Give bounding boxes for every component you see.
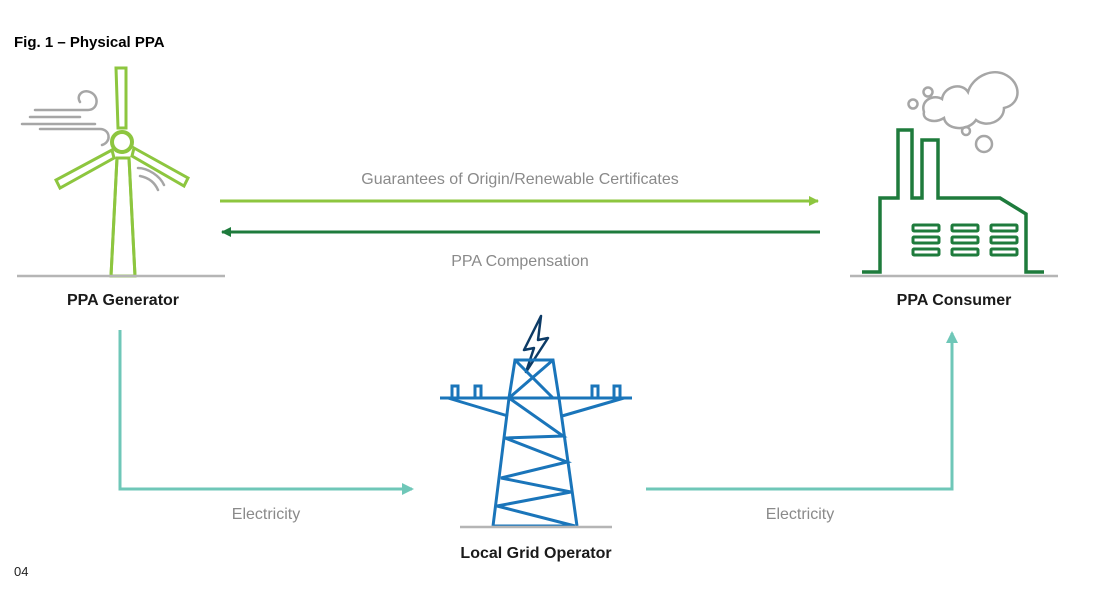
wind-turbine-icon [17,66,225,278]
electricity-in-label: Electricity [231,506,301,523]
electricity-out-arrow [646,331,958,491]
page-number: 04 [14,564,29,579]
electricity-in-arrow [118,330,414,495]
certificates-label: Guarantees of Origin/Renewable Certifica… [361,171,679,188]
generator-label: PPA Generator [66,292,180,309]
figure-title: Fig. 1 – Physical PPA [14,34,165,51]
grid-operator-label: Local Grid Operator [460,545,612,562]
consumer-label: PPA Consumer [896,292,1012,309]
factory-icon [850,71,1058,278]
electricity-out-label: Electricity [765,506,835,523]
compensation-label: PPA Compensation [451,253,589,270]
power-pylon-icon [440,314,632,529]
